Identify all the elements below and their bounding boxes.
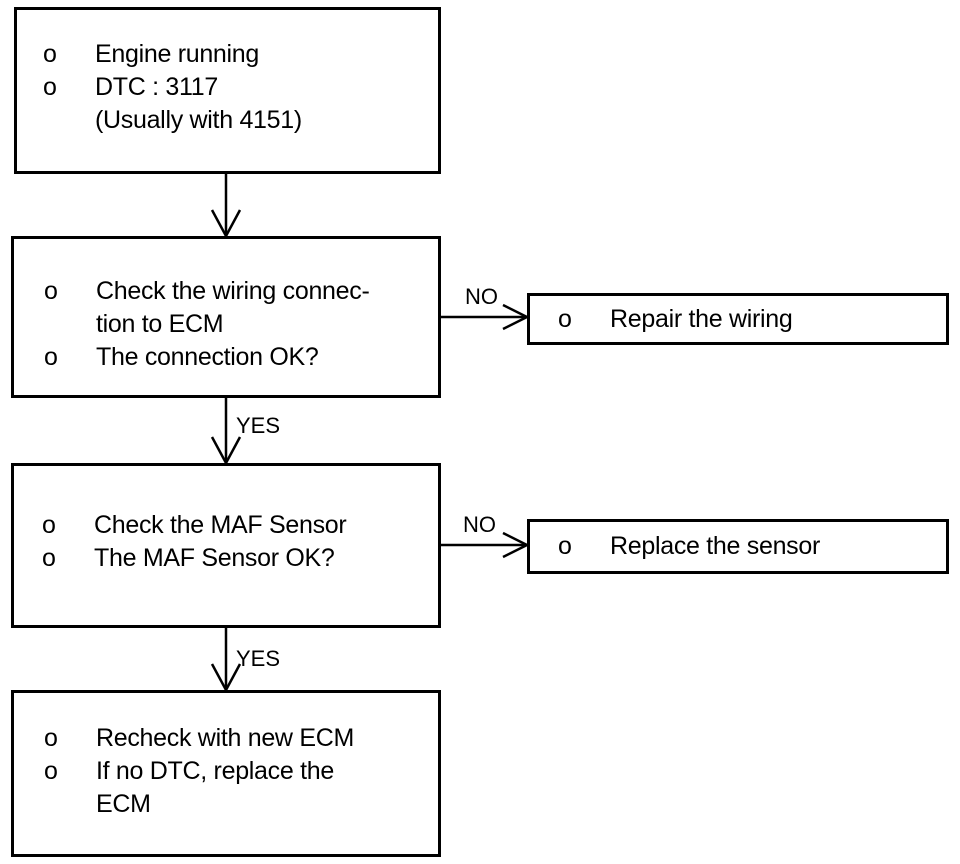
step-item-text: DTC : 3117 — [95, 73, 218, 101]
step-check-maf-box: o Check the MAF Sensor o The MAF Sensor … — [11, 463, 441, 628]
step-item: o Check the MAF Sensor — [42, 509, 347, 542]
edge-label-yes-wiring: YES — [236, 413, 281, 438]
bullet-marker: o — [43, 73, 57, 101]
step-item-text: If no DTC, replace the — [96, 757, 334, 785]
action-replace-sensor-items: o Replace the sensor — [558, 530, 820, 563]
step-recheck-ecm-box: o Recheck with new ECM o If no DTC, repl… — [11, 690, 441, 857]
action-repair-wiring-items: o Repair the wiring — [558, 303, 793, 336]
edge-label-no-wiring: NO — [465, 284, 498, 309]
step-check-wiring-items: o Check the wiring connec- tion to ECM o… — [44, 275, 370, 374]
bullet-marker: o — [44, 277, 58, 305]
action-item: o Repair the wiring — [558, 303, 793, 336]
bullet-marker: o — [558, 532, 572, 560]
step-item: o The MAF Sensor OK? — [42, 542, 346, 575]
action-item: o Replace the sensor — [558, 530, 820, 563]
step-item-text: Check the MAF Sensor — [94, 511, 347, 539]
step-item: o The connection OK? — [44, 341, 370, 374]
step-check-wiring-box: o Check the wiring connec- tion to ECM o… — [11, 236, 441, 398]
step-engine-running-items: o Engine running o DTC : 3117 (Usually w… — [43, 38, 302, 137]
step-item-continuation: tion to ECM — [96, 310, 224, 338]
step-item: o If no DTC, replace the — [44, 755, 354, 788]
step-check-maf-items: o Check the MAF Sensor o The MAF Sensor … — [42, 509, 347, 575]
action-repair-wiring-box: o Repair the wiring — [527, 293, 949, 345]
action-item-text: Repair the wiring — [610, 305, 793, 333]
step-item-text: Engine running — [95, 40, 259, 68]
step-engine-running-box: o Engine running o DTC : 3117 (Usually w… — [14, 7, 441, 174]
bullet-marker: o — [43, 40, 57, 68]
edge-label-no-maf: NO — [463, 512, 496, 537]
step-item-continuation: ECM — [96, 790, 151, 818]
step-item-text: Check the wiring connec- — [96, 277, 370, 305]
action-replace-sensor-box: o Replace the sensor — [527, 519, 949, 574]
bullet-marker: o — [44, 757, 58, 785]
step-item-continuation: (Usually with 4151) — [95, 106, 302, 134]
step-item: o Recheck with new ECM — [44, 722, 354, 755]
step-item-text: Recheck with new ECM — [96, 724, 354, 752]
step-item-text: The connection OK? — [96, 343, 319, 371]
bullet-marker: o — [44, 343, 58, 371]
action-item-text: Replace the sensor — [610, 532, 821, 560]
bullet-marker: o — [42, 544, 56, 572]
step-item: o Check the wiring connec- — [44, 275, 370, 308]
bullet-marker: o — [558, 305, 572, 333]
step-item: o Engine running — [43, 38, 302, 71]
step-recheck-ecm-items: o Recheck with new ECM o If no DTC, repl… — [44, 722, 354, 821]
step-item-text: The MAF Sensor OK? — [94, 544, 335, 572]
bullet-marker: o — [44, 724, 58, 752]
bullet-marker: o — [42, 511, 56, 539]
edge-label-yes-maf: YES — [236, 646, 281, 671]
step-item: o DTC : 3117 — [43, 71, 302, 104]
